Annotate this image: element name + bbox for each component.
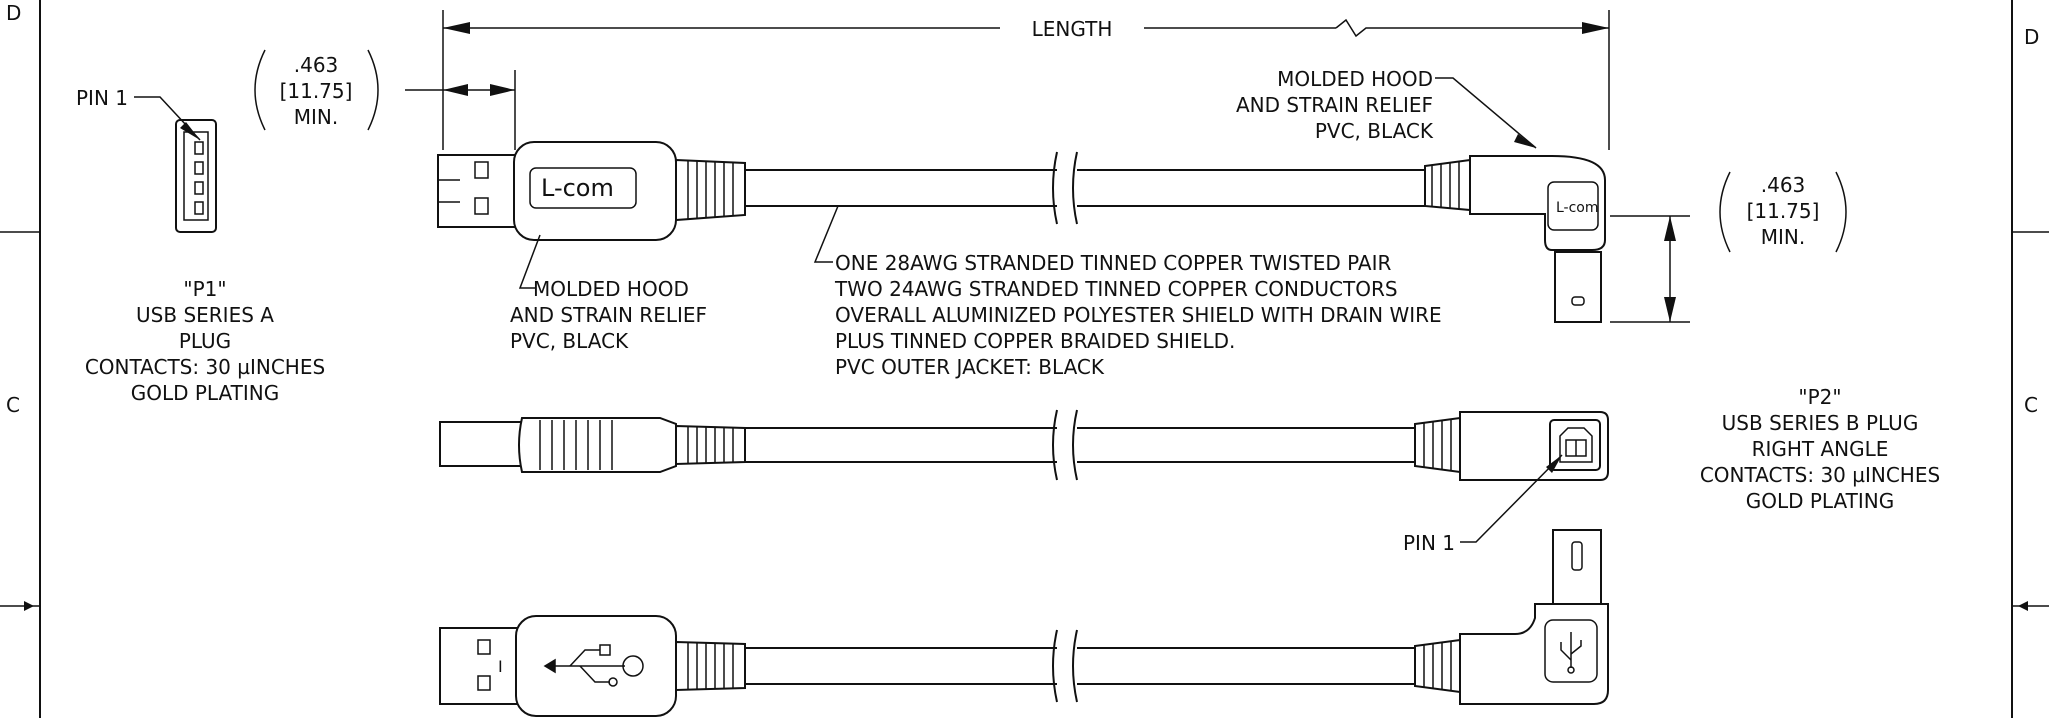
p1-description: "P1" USB SERIES A PLUG CONTACTS: 30 µINC…: [85, 277, 325, 405]
svg-text:USB SERIES A: USB SERIES A: [136, 303, 274, 327]
svg-text:AND STRAIN RELIEF: AND STRAIN RELIEF: [510, 303, 707, 327]
svg-text:PVC, BLACK: PVC, BLACK: [510, 329, 629, 353]
p1-hood-callout: MOLDED HOOD AND STRAIN RELIEF PVC, BLACK: [510, 234, 707, 353]
svg-text:PVC OUTER JACKET: BLACK: PVC OUTER JACKET: BLACK: [835, 355, 1105, 379]
cable-side-view: [439, 409, 1609, 481]
length-dimension: LENGTH: [442, 10, 1610, 150]
zone-label-right-d: D: [2024, 25, 2039, 49]
svg-text:"P2": "P2": [1798, 385, 1841, 409]
svg-text:OVERALL ALUMINIZED POLYESTER S: OVERALL ALUMINIZED POLYESTER SHIELD WITH…: [835, 303, 1442, 327]
p2-dim-note: MIN.: [1761, 225, 1805, 249]
length-label: LENGTH: [1032, 17, 1113, 41]
usb-icon: [543, 644, 644, 687]
svg-text:RIGHT ANGLE: RIGHT ANGLE: [1752, 437, 1889, 461]
svg-text:CONTACTS: 30 µINCHES: CONTACTS: 30 µINCHES: [1700, 463, 1940, 487]
cable-spec-callout: ONE 28AWG STRANDED TINNED COPPER TWISTED…: [813, 205, 1442, 379]
svg-text:PLUG: PLUG: [179, 329, 231, 353]
svg-text:AND STRAIN RELIEF: AND STRAIN RELIEF: [1236, 93, 1433, 117]
zone-label-right-c: C: [2024, 393, 2038, 417]
svg-text:I: I: [498, 657, 503, 676]
svg-text:TWO 24AWG STRANDED TINNED COPP: TWO 24AWG STRANDED TINNED COPPER CONDUCT…: [834, 277, 1398, 301]
svg-text:ONE 28AWG STRANDED TINNED COPP: ONE 28AWG STRANDED TINNED COPPER TWISTED…: [835, 251, 1392, 275]
lcom-logo-small: L-com: [1556, 200, 1599, 216]
p2-min-dimension: .463 [11.75] MIN.: [1610, 171, 1847, 323]
p1-dim-note: MIN.: [294, 105, 338, 129]
svg-text:"P1": "P1": [183, 277, 226, 301]
svg-text:MOLDED HOOD: MOLDED HOOD: [533, 277, 689, 301]
p2-pin1-callout: PIN 1: [1403, 454, 1563, 555]
svg-text:PLUS TINNED COPPER BRAIDED SHI: PLUS TINNED COPPER BRAIDED SHIELD.: [835, 329, 1235, 353]
p1-connector-face: PIN 1: [76, 86, 217, 233]
svg-text:PVC, BLACK: PVC, BLACK: [1315, 119, 1434, 143]
p1-min-dimension: .463 [11.75] MIN.: [254, 49, 516, 150]
p1-dim-inch: .463: [294, 53, 339, 77]
svg-text:GOLD PLATING: GOLD PLATING: [131, 381, 280, 405]
p2-pin1-label: PIN 1: [1403, 531, 1455, 555]
cable-top-view: L-com L-com: [437, 141, 1606, 323]
p2-dim-mm: [11.75]: [1747, 199, 1820, 223]
svg-text:CONTACTS: 30 µINCHES: CONTACTS: 30 µINCHES: [85, 355, 325, 379]
p2-hood-callout: MOLDED HOOD AND STRAIN RELIEF PVC, BLACK: [1236, 67, 1537, 149]
svg-text:MOLDED HOOD: MOLDED HOOD: [1277, 67, 1433, 91]
p1-pin1-label: PIN 1: [76, 86, 128, 110]
p2-description: "P2" USB SERIES B PLUG RIGHT ANGLE CONTA…: [1700, 385, 1940, 513]
usb-icon-small: [1560, 632, 1582, 674]
cable-bottom-view: I: [439, 529, 1609, 717]
p1-dim-mm: [11.75]: [280, 79, 353, 103]
p2-dim-inch: .463: [1761, 173, 1806, 197]
zone-label-left-c: C: [6, 393, 20, 417]
lcom-logo-text: L-com: [541, 174, 614, 202]
svg-text:USB SERIES B PLUG: USB SERIES B PLUG: [1722, 411, 1919, 435]
zone-label-left-d: D: [6, 1, 21, 25]
svg-text:GOLD PLATING: GOLD PLATING: [1746, 489, 1895, 513]
